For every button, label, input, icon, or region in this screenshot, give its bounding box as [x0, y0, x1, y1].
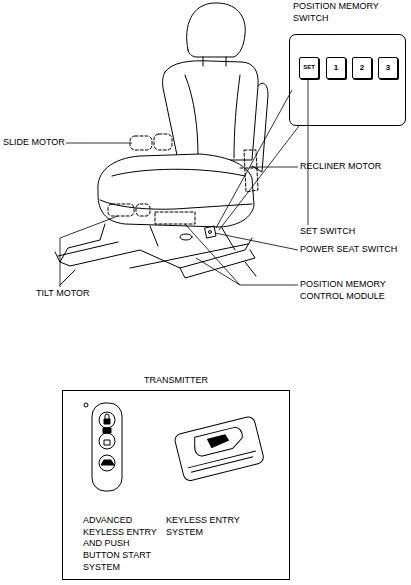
backrest [163, 61, 259, 160]
button-label: SET [300, 64, 318, 72]
part-label: POSITION MEMORY CONTROL MODULE [300, 279, 408, 302]
transmitter-box: TRANSMITTERADVANCED KEYLESS ENTRY AND PU… [62, 390, 290, 580]
part-label: SET SWITCH [300, 226, 355, 238]
switch-panel: POSITION MEMORY SWITCHSET123 [289, 34, 406, 126]
backrest-seam [185, 75, 240, 158]
leader-line [66, 143, 132, 144]
part-label: SLIDE MOTOR [3, 137, 65, 149]
lock-icon [103, 419, 111, 433]
tilt-motor-symbol [136, 204, 150, 216]
leader-line [216, 90, 292, 228]
card-key-body [174, 416, 265, 482]
leader-line [219, 126, 299, 230]
hidden-parts [108, 134, 258, 224]
lock-icon [104, 440, 110, 445]
leader-line [185, 224, 298, 285]
button-label: 1 [327, 63, 345, 73]
card-key-icon [208, 434, 230, 448]
part-label: TILT MOTOR [36, 288, 90, 300]
power-seat-switch-symbol [180, 234, 192, 240]
slide-motor-symbol [154, 134, 172, 150]
card-key-edge [188, 451, 257, 473]
leader-line [215, 233, 298, 250]
indicator-dot [84, 403, 88, 407]
leader-line [308, 78, 309, 225]
seat-rail [58, 242, 256, 285]
seat-frame [55, 224, 255, 278]
power-seat-knob [209, 231, 212, 234]
panel-heading: POSITION MEMORY SWITCH [293, 1, 397, 24]
transmitter-drawing [84, 403, 265, 491]
memory-button: 1 [326, 57, 346, 79]
memory-button: SET [299, 57, 319, 79]
fob-button [99, 455, 115, 471]
system-label: KEYLESS ENTRY SYSTEM [166, 515, 246, 538]
fob-button [99, 433, 115, 449]
card-key [174, 416, 265, 482]
button-label: 3 [379, 63, 397, 73]
seat-cushion [98, 154, 254, 227]
leader-lines [60, 78, 308, 287]
key-fob [92, 403, 122, 491]
part-label: POWER SEAT SWITCH [300, 244, 397, 256]
leader-line [196, 258, 240, 285]
power-seat-switch-symbol [205, 226, 216, 238]
part-label: RECLINER MOTOR [300, 161, 381, 173]
memory-button: 2 [352, 57, 372, 79]
slide-motor-symbol [130, 136, 152, 150]
leader-line [250, 167, 298, 168]
system-label: ADVANCED KEYLESS ENTRY AND PUSH BUTTON S… [83, 515, 163, 573]
seat-drawing [55, 3, 268, 285]
button-label: 2 [353, 63, 371, 73]
leader-line [60, 216, 118, 287]
tilt-motor-symbol [108, 204, 134, 216]
box-heading: TRANSMITTER [63, 375, 289, 387]
memory-button: 3 [378, 57, 398, 79]
control-module-symbol [155, 212, 195, 224]
lock-icon [105, 414, 109, 419]
trunk-icon [101, 460, 114, 465]
headrest [187, 3, 246, 57]
card-key-window [192, 426, 245, 457]
